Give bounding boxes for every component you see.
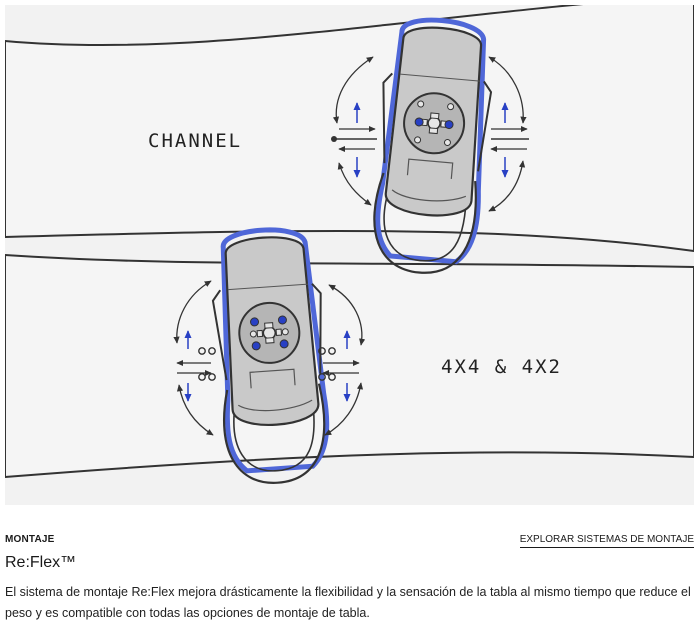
section-description: El sistema de montaje Re:Flex mejora drá… (5, 585, 691, 620)
label-four-by: 4X4 & 4X2 (441, 356, 562, 378)
four-by-four-binding (208, 226, 333, 486)
mount-diagram: CHANNEL 4X4 & 4X (5, 5, 694, 505)
label-channel: CHANNEL (148, 130, 242, 152)
channel-binding (367, 16, 497, 277)
explore-mount-systems-link[interactable]: EXPLORAR SISTEMAS DE MONTAJE (519, 534, 694, 548)
section-eyebrow: MONTAJE (5, 534, 55, 545)
binding-mount-illustration: CHANNEL 4X4 & 4X (5, 5, 694, 505)
section-title: Re:Flex™ (5, 554, 77, 571)
